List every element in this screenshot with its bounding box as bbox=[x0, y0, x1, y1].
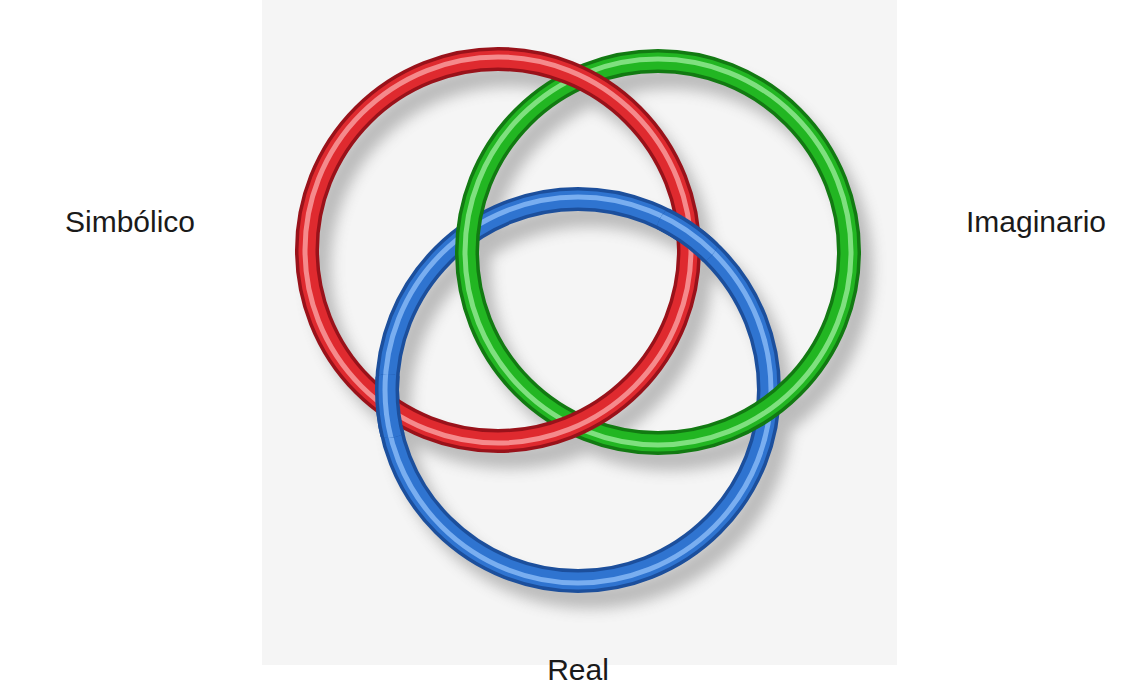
ring-label: Real bbox=[547, 653, 609, 688]
ring-label: Imaginario bbox=[966, 205, 1106, 240]
ring-crossing bbox=[385, 197, 771, 583]
green-ring bbox=[465, 59, 851, 445]
ring-crossing bbox=[385, 197, 771, 583]
ring-label: Simbólico bbox=[65, 205, 195, 240]
panel-ground bbox=[262, 0, 897, 665]
red-ring bbox=[305, 57, 691, 443]
blue-ring bbox=[385, 197, 771, 583]
ring-shadow bbox=[319, 75, 861, 597]
